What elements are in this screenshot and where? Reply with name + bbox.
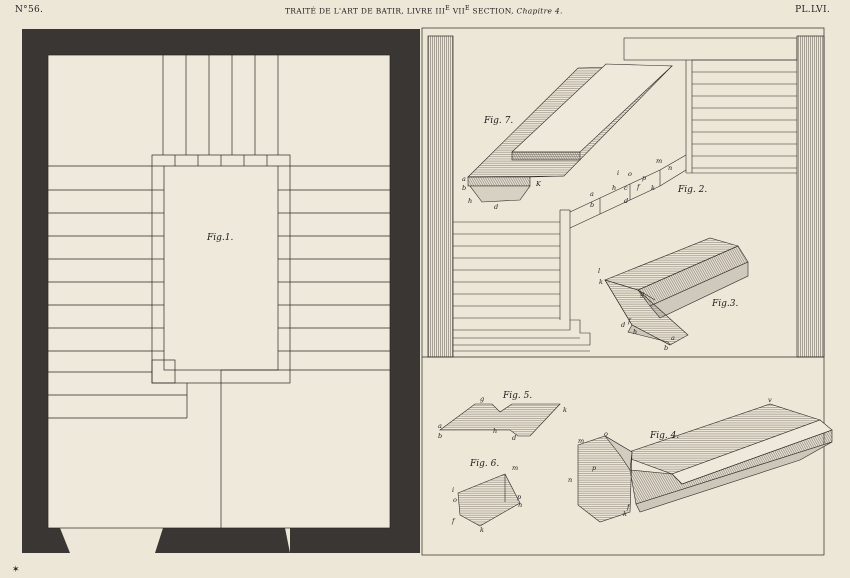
fig4-letter-v: v [768, 396, 772, 404]
fig2-letter-d: d [624, 197, 628, 205]
fig3-letter-l: l [598, 267, 600, 275]
fig7-step-perspective [467, 63, 673, 203]
fig6-letter-k: k [480, 526, 484, 534]
fig5-letter-a: a [438, 422, 442, 430]
fig7-label: Fig. 7. [483, 116, 513, 126]
fig4-letter-k: k [623, 510, 627, 518]
fig6-letter-i: i [452, 486, 454, 494]
fig3-letter-k: k [599, 278, 603, 286]
fig2-letter-b: b [590, 201, 594, 209]
fig3-letter-d: d [621, 321, 625, 329]
fig1-label: Fig.1. [206, 233, 233, 243]
fig6-label: Fig. 6. [469, 459, 499, 469]
fig4-letter-o: o [604, 430, 608, 438]
right-panel-frame [421, 27, 825, 556]
fig3-letter-f: f [627, 317, 632, 325]
corner-mark: ✶ [12, 565, 20, 575]
fig3-letter-g: g [640, 290, 644, 298]
fig2-letter-c: c [624, 184, 628, 192]
fig5-section [439, 403, 561, 437]
fig7-letter-a: a [462, 175, 466, 183]
plate-title: TRAITÉ DE L'ART DE BATIR, LIVRE IIIE VII… [285, 5, 563, 16]
plate-number: N°56. [15, 5, 44, 15]
fig7-letter-K: K [535, 180, 542, 188]
fig2-letter-m: m [656, 157, 662, 165]
fig3-letter-a: a [671, 334, 675, 342]
fig6-letter-m: m [512, 464, 518, 472]
fig2-letter-h: h [612, 184, 616, 192]
fig2-letter-i: i [617, 169, 619, 177]
fig6-letter-f: f [451, 517, 456, 525]
fig2-stair-elevation [453, 37, 798, 352]
fig4-letter-f: f [626, 503, 631, 511]
fig2-letter-p: p [642, 174, 647, 182]
fig3-letter-h: h [633, 328, 637, 336]
fig3-step-block [604, 237, 749, 346]
fig2-letter-a: a [590, 190, 594, 198]
fig4-letter-n: n [568, 476, 572, 484]
fig7-letter-b: b [462, 184, 466, 192]
fig2-letter-f: f [636, 183, 641, 191]
fig5-letter-k: k [563, 406, 567, 414]
fig2-label: Fig. 2. [677, 185, 707, 195]
fig1-stair-plan [22, 29, 420, 553]
fig5-letter-g: g [480, 395, 484, 403]
fig6-letter-o: o [453, 496, 457, 504]
fig5-label: Fig. 5. [502, 391, 532, 401]
fig3-label: Fig.3. [711, 299, 738, 309]
fig4-label: Fig. 4. [649, 431, 679, 441]
fig2-letter-n: n [668, 164, 672, 172]
fig3-letter-b: b [664, 344, 668, 352]
fig4-step-block [577, 403, 833, 523]
fig4-letter-m: m [578, 437, 584, 445]
fig6-letter-p: p [517, 493, 522, 501]
fig7-letter-h: h [468, 197, 472, 205]
fig5-letter-d: d [512, 434, 516, 442]
fig6-section [457, 473, 521, 527]
fig6-letter-n: n [518, 501, 522, 509]
fig5-letter-b: b [438, 432, 442, 440]
fig4-letter-p: p [592, 464, 597, 472]
fig7-letter-d: d [494, 203, 498, 211]
plate-label: PL.LVI. [795, 5, 830, 15]
fig2-letter-o: o [628, 170, 632, 178]
fig5-letter-h: h [493, 427, 497, 435]
fig2-letter-k: k [651, 184, 655, 192]
